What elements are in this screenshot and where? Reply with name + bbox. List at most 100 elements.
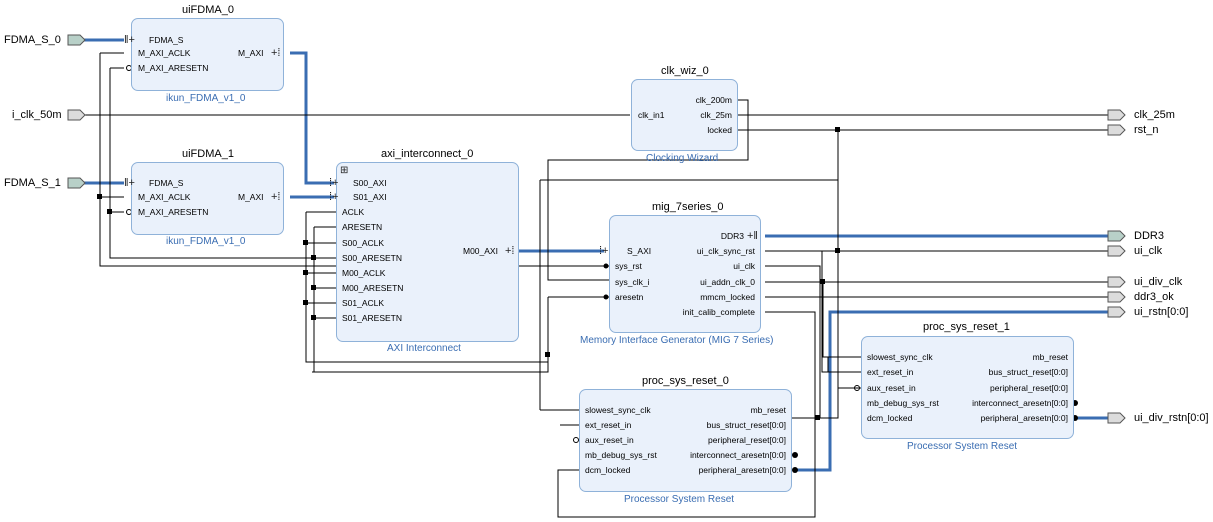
bus-pin-icon: +⁞ [505,245,515,257]
psr1-ip-name: Processor System Reset [907,441,1018,452]
bus-pin-icon: ⁞+ [599,245,609,257]
axi-pin-m00-aresetn: M00_ARESETN [342,283,404,293]
mig-pin-ddr3: DDR3 [720,231,744,241]
mig-pin-sys-clk-i: sys_clk_i [615,277,650,287]
psr0-pin-peripheral-reset: peripheral_reset[0:0] [708,435,786,445]
fdma1-block[interactable] [131,162,284,235]
port-shape-i-clk-50m [67,109,86,121]
port-i-clk-50m[interactable]: i_clk_50m [12,109,62,121]
axi-pin-m00-aclk: M00_ACLK [342,268,386,278]
bus-m-axi-0 [290,51,334,185]
bus-ui-rstn [793,310,1108,472]
port-ddr3-ok[interactable]: ddr3_ok [1134,291,1174,303]
expand-icon[interactable]: ⊞ [340,165,349,176]
net-sync-rst [765,250,862,373]
axi-pin-s01-axi: S01_AXI [353,192,387,202]
clkwiz-pin-clk-in1: clk_in1 [638,110,665,120]
net-locked-psr0 [815,388,839,419]
psr0-block[interactable] [579,389,792,492]
psr1-instance-name: proc_sys_reset_1 [923,321,1010,333]
fdma0-ip-name: ikun_FDMA_v1_0 [166,93,246,104]
psr1-pin-ext-reset-in: ext_reset_in [867,367,914,377]
bus-pin-icon: +‖ [747,230,758,242]
port-clk-25m[interactable]: clk_25m [1134,109,1175,121]
psr1-pin-bus-struct-reset: bus_struct_reset[0:0] [988,367,1068,377]
clkwiz-pin-locked: locked [707,125,732,135]
psr1-pin-peripheral-aresetn: peripheral_aresetn[0:0] [980,413,1068,423]
net-aresetn-loop [312,297,549,373]
port-ui-clk[interactable]: ui_clk [1134,245,1163,257]
psr1-pin-aux-reset-in: aux_reset_in [867,383,916,393]
psr0-pin-mb-debug-sys-rst: mb_debug_sys_rst [585,450,657,460]
psr0-pin-dcm-locked: dcm_locked [585,465,631,475]
port-shape-ddr3-ok [1107,291,1126,303]
net-init-calib [557,311,816,518]
psr0-pin-slowest-sync-clk: slowest_sync_clk [585,405,651,415]
psr0-ip-name: Processor System Reset [624,494,735,505]
port-fdma-s-0[interactable]: FDMA_S_0 [4,34,61,46]
mig-instance-name: mig_7series_0 [652,201,724,213]
port-shape-ui-clk [1107,245,1126,257]
axi-pin-s00-aresetn: S00_ARESETN [342,253,402,263]
fdma1-pin-aresetn: M_AXI_ARESETN [138,207,209,217]
mig-pin-ui-clk-sync-rst: ui_clk_sync_rst [696,246,755,256]
psr0-pin-peripheral-aresetn: peripheral_aresetn[0:0] [698,465,786,475]
fdma1-ip-name: ikun_FDMA_v1_0 [166,236,246,247]
bus-pin-icon: ‖+ [124,177,135,189]
port-fdma-s-1[interactable]: FDMA_S_1 [4,177,61,189]
port-shape-ui-div-rstn [1107,412,1126,424]
axi-pin-m00-axi: M00_AXI [463,246,498,256]
mig-pin-ui-clk: ui_clk [733,261,755,271]
mig-pin-s-axi: S_AXI [627,246,652,256]
fdma1-pin-m-axi: M_AXI [238,192,264,202]
axi-pin-s00-axi: S00_AXI [353,178,387,188]
axi-pin-s00-aclk: S00_ACLK [342,238,385,248]
psr0-pin-interconnect-aresetn: interconnect_aresetn[0:0] [690,450,786,460]
port-ui-div-rstn[interactable]: ui_div_rstn[0:0] [1134,412,1209,424]
fdma0-pin-fdma-s: FDMA_S [149,35,184,45]
port-ui-rstn[interactable]: ui_rstn[0:0] [1134,306,1189,318]
psr1-pin-interconnect-aresetn: interconnect_aresetn[0:0] [972,398,1068,408]
bus-pin-icon: +⁞ [271,191,281,203]
mig-pin-mmcm-locked: mmcm_locked [700,292,755,302]
fdma0-block[interactable] [131,18,284,91]
net-clk-200m [547,99,749,281]
psr1-pin-dcm-locked: dcm_locked [867,413,913,423]
psr0-pin-mb-reset: mb_reset [750,405,786,415]
port-shape-clk-25m [1107,109,1126,121]
psr1-pin-peripheral-reset: peripheral_reset[0:0] [990,383,1068,393]
fdma0-pin-m-axi: M_AXI [238,48,264,58]
port-shape-ui-div-clk [1107,276,1126,288]
fdma0-pin-aclk: M_AXI_ACLK [138,48,191,58]
axi-pin-aclk: ACLK [342,207,365,217]
psr1-block[interactable] [861,336,1074,439]
mig-pin-init-calib-complete: init_calib_complete [682,307,755,317]
net-psr1-ext [827,356,862,372]
psr0-pin-ext-reset-in: ext_reset_in [585,420,632,430]
port-shape-fdma-s-0 [67,34,86,46]
mig-pin-aresetn: aresetn [615,292,644,302]
fdma0-pin-aresetn: M_AXI_ARESETN [138,63,209,73]
bus-pin-icon: +⁞ [271,47,281,59]
port-shape-ddr3 [1107,230,1126,242]
port-rst-n[interactable]: rst_n [1134,124,1159,136]
axi-pin-s01-aclk: S01_ACLK [342,298,385,308]
mig-pin-sys-rst: sys_rst [615,261,642,271]
psr0-pin-aux-reset-in: aux_reset_in [585,435,634,445]
mig-block[interactable] [609,215,761,333]
clkwiz-pin-clk-25m: clk_25m [700,110,732,120]
net-rst-trunk [109,68,312,259]
clkwiz-block[interactable] [631,79,738,151]
net-axi-clkbus [305,212,548,363]
clkwiz-pin-clk-200m: clk_200m [695,95,732,105]
port-ui-div-clk[interactable]: ui_div_clk [1134,276,1183,288]
psr0-instance-name: proc_sys_reset_0 [642,375,729,387]
clkwiz-instance-name: clk_wiz_0 [661,65,709,77]
psr1-pin-mb-debug-sys-rst: mb_debug_sys_rst [867,398,939,408]
axi-pin-s01-aresetn: S01_ARESETN [342,313,402,323]
port-shape-ui-rstn [1107,306,1126,318]
port-shape-rst-n [1107,124,1126,136]
axi-block[interactable] [336,162,519,342]
mig-ip-name: Memory Interface Generator (MIG 7 Series… [580,335,774,346]
port-ddr3[interactable]: DDR3 [1134,230,1164,242]
